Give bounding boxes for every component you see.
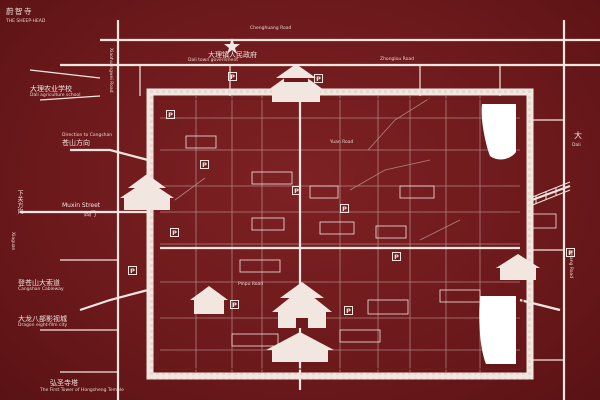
parking-marker: P [128,266,137,275]
gate-towers [120,64,540,362]
north-gate-tower-icon [268,64,324,102]
label-cangshan-en: Direction to Cangshan [62,133,113,138]
label-hongsheng-en: The First Tower of Hongsheng Temple [40,388,124,393]
label-hongsheng: 弘圣寺塔 [50,379,78,387]
parking-marker: P [166,110,175,119]
building-blocks [185,135,557,347]
sign-title: 蔚智寺 [6,7,33,16]
label-west-gate: 西门 [84,211,97,218]
road-label-west-street: Muxin Street [62,202,101,209]
parking-marker: P [292,186,301,195]
label-xiaguan-en: Xiaguan [10,232,15,251]
label-east-dali: 大 [574,131,582,140]
label-cableway: 登苍山大索道 [18,279,60,287]
bridge-icon [529,181,571,207]
lakes [479,104,516,364]
label-film-city-en: Dragon eight-film city [18,323,68,328]
city-wall [146,88,534,380]
label-agri-school-en: Dali agriculture school [30,93,81,98]
road-label-west: Xiaohuangwei Road [108,48,113,93]
minor-street-grid [160,96,520,372]
center-tower-icon [190,286,228,314]
label-xiaguan: 下关方向 [16,190,23,214]
star-icon [224,38,240,54]
parking-marker: P [344,306,353,315]
parking-marker: P [230,300,239,309]
east-gate-tower-icon [496,254,540,280]
parking-marker: P [170,228,179,237]
parking-marker: P [340,204,349,213]
label-cangshan: 苍山方向 [62,139,90,147]
label-town-gov-en: Dali town government [188,58,239,63]
secondary-roads [29,65,564,373]
road-label-zhonglou: Zhonglou Road [380,57,414,62]
major-roads [20,20,600,400]
label-town-gov: 大理镇人民政府 [208,51,257,59]
lake-southeast [479,296,516,364]
lake-northeast [481,104,516,160]
road-label-pinpu: Pinpu Road [238,282,264,287]
label-cableway-en: Cangshan Cableway [18,287,64,292]
road-label-chengzhong: Chenghuang Road [250,26,292,31]
south-gate-tower-icon [272,282,332,328]
label-agri-school: 大理农业学校 [30,85,72,93]
south-wall-tower-icon [266,332,334,362]
road-label-yuan: Yuan Road [330,140,354,145]
west-gate-tower-icon [120,174,174,210]
label-film-city: 大龙八部影视城 [18,315,67,323]
parking-marker: P [314,74,323,83]
parking-marker: P [200,160,209,169]
sign-subtitle: THE SHEEP-HEAD [6,19,46,24]
parking-marker: P [228,72,237,81]
parking-marker: P [392,252,401,261]
label-east-dali-en: Dali [572,143,581,148]
parking-marker: P [566,248,575,257]
